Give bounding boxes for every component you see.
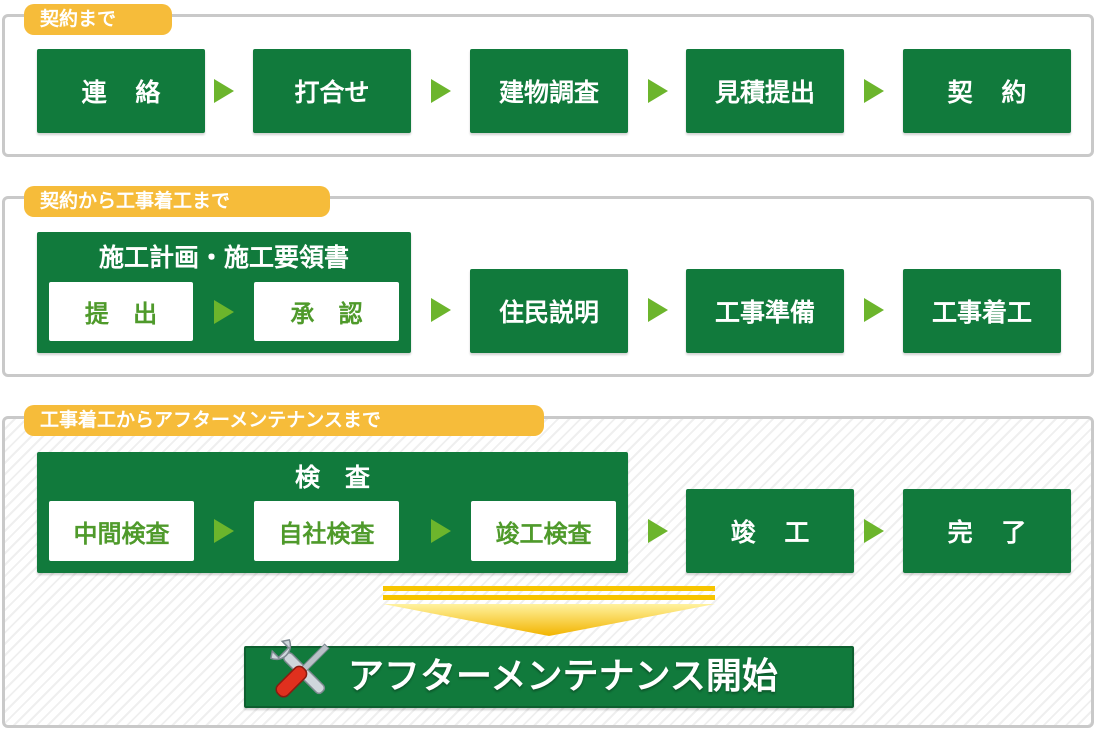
maintenance-start-banner: アフターメンテナンス開始 [244,639,854,708]
group-inspection: 検 査 中間検査 自社検査 竣工検査 [37,452,628,573]
arrow-icon [648,79,668,103]
step-finish: 完 了 [903,489,1071,573]
step-estimate: 見積提出 [686,49,844,133]
arrow-icon [648,298,668,322]
step-resident-briefing: 住民説明 [470,269,628,353]
section-tag-construction-to-maintenance: 工事着工からアフターメンテナンスまで [24,405,544,436]
arrow-icon [431,519,451,543]
arrow-icon [214,79,234,103]
arrow-icon [864,298,884,322]
step-submit: 提 出 [49,282,193,341]
section-tag-contract-to-construction: 契約から工事着工まで [24,186,330,217]
arrow-icon [431,79,451,103]
group-title: 施工計画・施工要領書 [98,243,349,272]
step-building-survey: 建物調査 [470,49,628,133]
arrow-icon [864,519,884,543]
maintenance-start-label: アフターメンテナンス開始 [348,656,778,697]
step-completion: 竣 工 [686,489,854,573]
step-contract: 契 約 [903,49,1071,133]
arrow-icon [648,519,668,543]
arrow-icon [431,298,451,322]
step-interim-inspection: 中間検査 [49,501,194,561]
arrow-icon [214,300,234,324]
section-tag-until-contract: 契約まで [24,4,172,35]
group-title: 検 査 [294,463,370,492]
step-construction-start: 工事着工 [903,269,1061,353]
arrow-icon [864,79,884,103]
group-construction-plan: 施工計画・施工要領書 提 出 承 認 [37,232,411,353]
step-contact: 連 絡 [37,49,205,133]
step-completion-inspection: 竣工検査 [471,501,616,561]
step-construction-prep: 工事準備 [686,269,844,353]
step-internal-inspection: 自社検査 [254,501,399,561]
down-arrow-icon [383,586,715,636]
tools-icon [270,639,330,698]
step-meeting: 打合せ [253,49,411,133]
step-approval: 承 認 [254,282,399,341]
arrow-icon [214,519,234,543]
